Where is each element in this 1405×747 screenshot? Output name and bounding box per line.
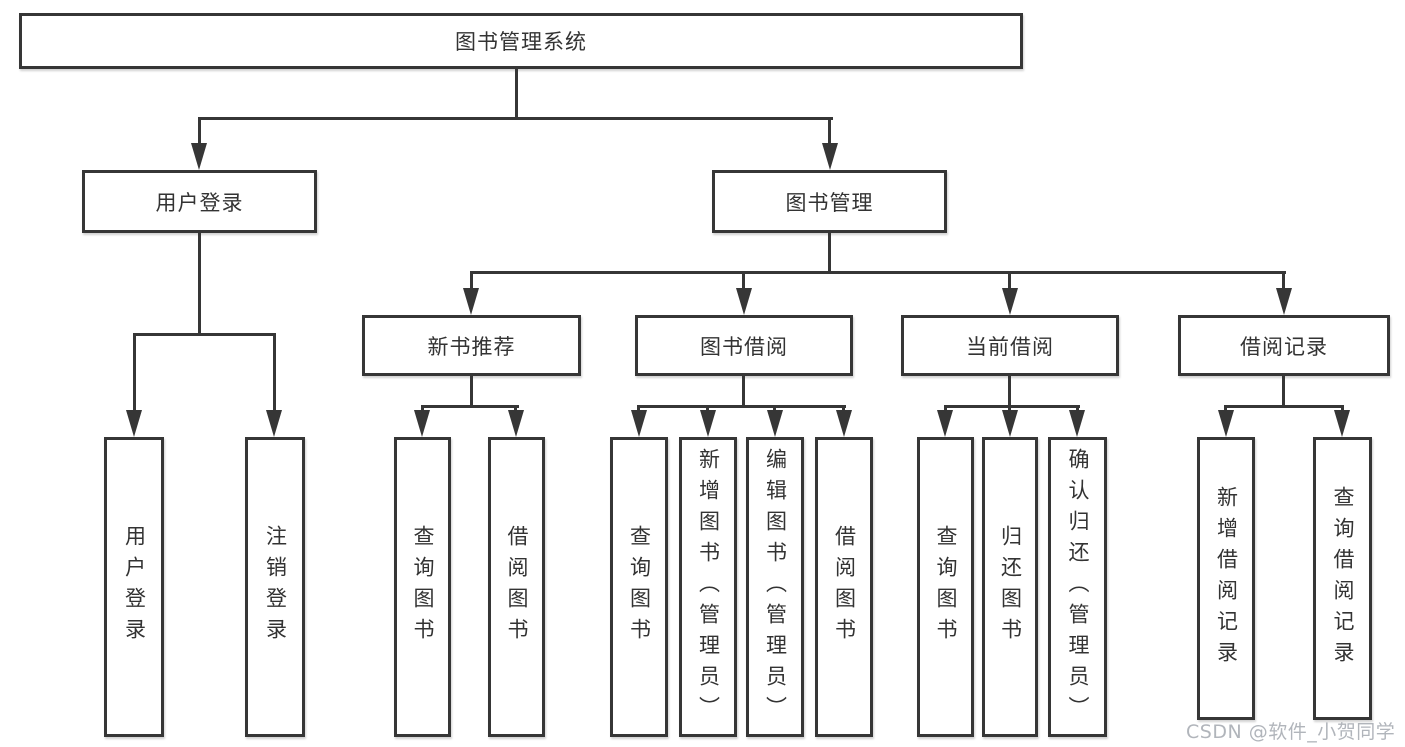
leaf-rec-query-books-label: 查询图书	[411, 525, 435, 649]
connector-rec-stem	[470, 376, 473, 407]
leaf-rec-borrow-books-label: 借阅图书	[505, 525, 529, 649]
arrow-down-icon	[266, 410, 282, 437]
leaf-borrow-add-books-admin-label: 新增图书（管理员）	[696, 447, 721, 727]
connector-login-stem	[198, 233, 201, 336]
node-current-borrow: 当前借阅	[901, 315, 1119, 376]
connector-borrow-child1-drop	[637, 405, 640, 414]
connector-level2-rail	[198, 117, 833, 120]
node-root-label: 图书管理系统	[455, 30, 587, 54]
node-new-book-rec-label: 新书推荐	[427, 334, 516, 359]
csdn-watermark: CSDN @软件_小贺同学	[1186, 721, 1396, 743]
connector-rec-rail	[421, 405, 519, 408]
connector-record-rail	[1224, 405, 1344, 408]
arrow-down-icon	[822, 143, 838, 170]
node-book-borrow: 图书借阅	[635, 315, 853, 376]
arrow-down-icon	[191, 143, 207, 170]
node-book-mgmt: 图书管理	[712, 170, 947, 233]
leaf-rec-borrow-books: 借阅图书	[488, 437, 545, 737]
leaf-current-query-books: 查询图书	[917, 437, 974, 737]
connector-rec-child1-drop	[421, 405, 424, 414]
leaf-current-return-books-label: 归还图书	[998, 525, 1023, 649]
connector-module3-drop	[1008, 271, 1011, 291]
connector-borrow-child4-drop	[842, 405, 845, 414]
connector-current-stem	[1008, 376, 1011, 407]
arrow-down-icon	[126, 410, 142, 437]
leaf-record-query-record-label: 查询借阅记录	[1331, 485, 1355, 672]
leaf-record-add-record-label: 新增借阅记录	[1214, 485, 1239, 672]
arrow-down-icon	[1218, 410, 1234, 437]
node-user-login-label: 用户登录	[155, 190, 244, 215]
leaf-borrow-query-books: 查询图书	[610, 437, 668, 737]
arrow-down-icon	[1334, 410, 1350, 437]
leaf-borrow-edit-books-admin-label: 编辑图书（管理员）	[763, 447, 788, 727]
connector-current-child3-drop	[1076, 405, 1079, 414]
leaf-user-login-label: 用户登录	[122, 525, 147, 649]
leaf-borrow-borrow-books-label: 借阅图书	[832, 525, 857, 649]
leaf-user-login: 用户登录	[104, 437, 164, 737]
node-book-borrow-label: 图书借阅	[700, 334, 788, 359]
connector-borrow-stem	[742, 376, 745, 407]
arrow-down-icon	[1002, 410, 1018, 437]
leaf-logout: 注销登录	[245, 437, 305, 737]
leaf-borrow-borrow-books: 借阅图书	[815, 437, 873, 737]
leaf-borrow-edit-books-admin: 编辑图书（管理员）	[746, 437, 804, 737]
leaf-record-add-record: 新增借阅记录	[1197, 437, 1255, 720]
connector-borrow-child3-drop	[773, 405, 776, 414]
node-borrow-record-label: 借阅记录	[1240, 334, 1328, 359]
connector-record-child2-drop	[1341, 405, 1344, 414]
arrow-down-icon	[1002, 288, 1018, 315]
connector-current-rail	[944, 405, 1080, 408]
connector-borrow-rail	[637, 405, 846, 408]
connector-module4-drop	[1282, 271, 1285, 291]
node-book-mgmt-label: 图书管理	[785, 190, 874, 215]
leaf-borrow-query-books-label: 查询图书	[627, 525, 652, 649]
arrow-down-icon	[508, 410, 524, 437]
connector-record-stem	[1282, 376, 1285, 407]
leaf-record-query-record: 查询借阅记录	[1313, 437, 1372, 720]
node-new-book-rec: 新书推荐	[362, 315, 581, 376]
connector-module1-drop	[470, 271, 473, 291]
arrow-down-icon	[463, 288, 479, 315]
leaf-current-confirm-return-admin-label: 确认归还（管理员）	[1066, 447, 1090, 727]
arrow-down-icon	[631, 410, 647, 437]
arrow-down-icon	[700, 410, 716, 437]
connector-level3-rail	[470, 271, 1286, 274]
connector-current-child1-drop	[944, 405, 947, 414]
connector-borrow-child2-drop	[706, 405, 709, 414]
connector-module2-drop	[742, 271, 745, 291]
arrow-down-icon	[414, 410, 430, 437]
connector-rec-child2-drop	[514, 405, 517, 414]
leaf-current-return-books: 归还图书	[982, 437, 1038, 737]
node-root: 图书管理系统	[19, 13, 1023, 69]
node-user-login: 用户登录	[82, 170, 317, 233]
leaf-rec-query-books: 查询图书	[394, 437, 451, 737]
connector-login-child1-drop	[133, 333, 136, 412]
arrow-down-icon	[937, 410, 953, 437]
connector-record-child1-drop	[1224, 405, 1227, 414]
arrow-down-icon	[836, 410, 852, 437]
leaf-logout-label: 注销登录	[263, 525, 288, 649]
node-borrow-record: 借阅记录	[1178, 315, 1390, 376]
arrow-down-icon	[1069, 410, 1085, 437]
arrow-down-icon	[736, 288, 752, 315]
leaf-current-confirm-return-admin: 确认归还（管理员）	[1048, 437, 1107, 737]
connector-login-rail	[133, 333, 276, 336]
connector-root-stem	[515, 69, 518, 119]
connector-login-drop	[198, 117, 201, 145]
arrow-down-icon	[1276, 288, 1292, 315]
leaf-borrow-add-books-admin: 新增图书（管理员）	[679, 437, 737, 737]
connector-mgmt-stem	[828, 233, 831, 274]
arrow-down-icon	[767, 410, 783, 437]
connector-mgmt-drop	[828, 117, 831, 145]
connector-login-child2-drop	[273, 333, 276, 412]
leaf-current-query-books-label: 查询图书	[934, 525, 958, 649]
node-current-borrow-label: 当前借阅	[966, 334, 1054, 359]
connector-current-child2-drop	[1008, 405, 1011, 414]
